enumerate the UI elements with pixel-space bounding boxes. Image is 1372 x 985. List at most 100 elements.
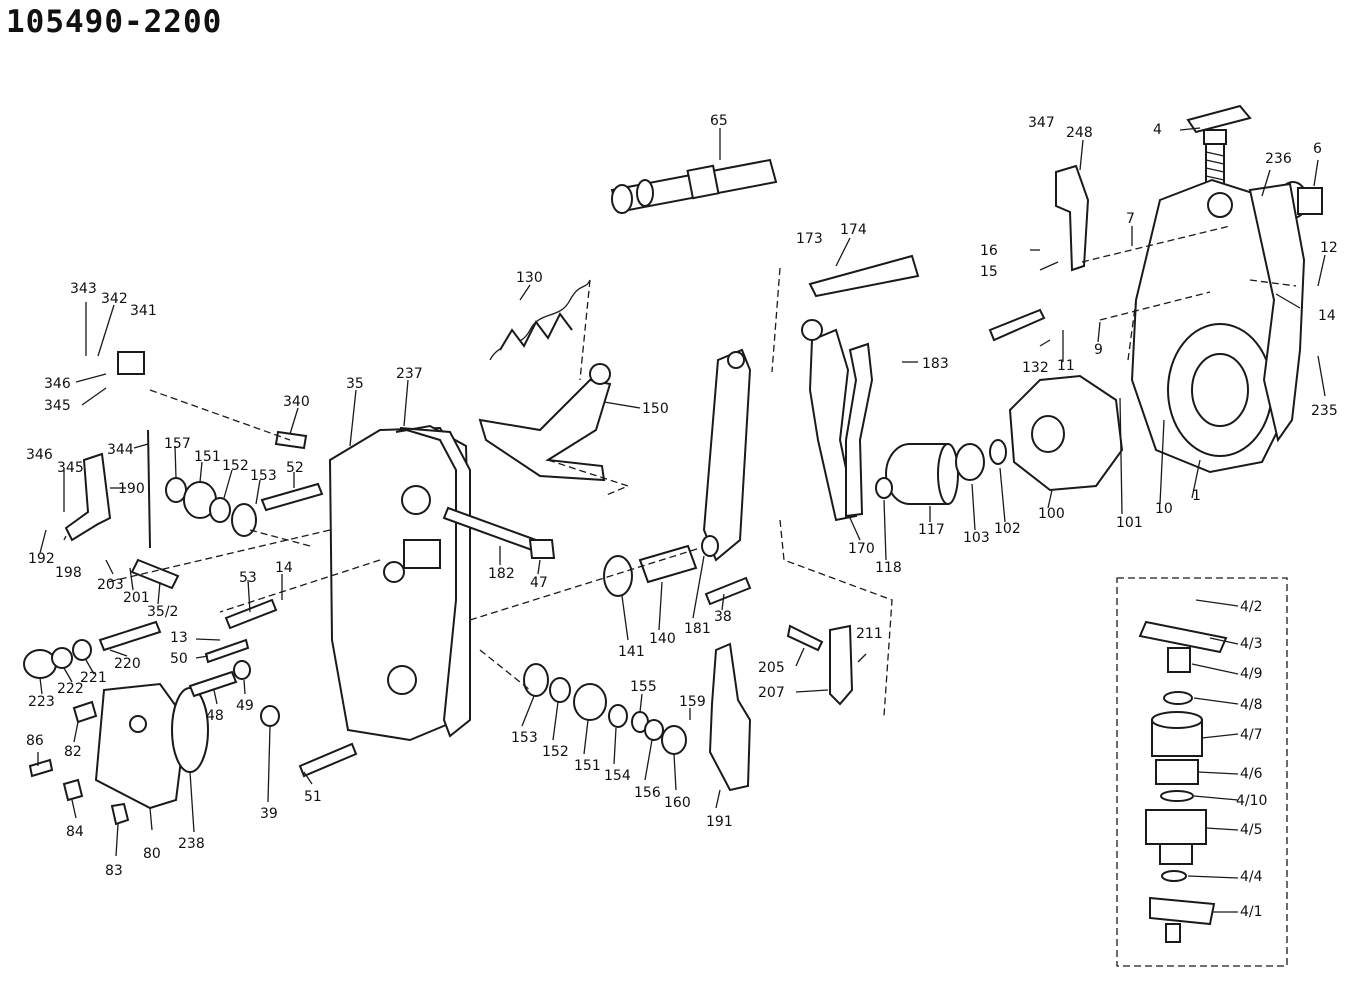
callout-191: 191 — [706, 814, 733, 830]
callout-352: 35/2 — [147, 604, 178, 620]
callout-52: 52 — [286, 460, 304, 476]
callout-101: 101 — [1116, 515, 1143, 531]
part-340-screw — [274, 430, 308, 450]
part-130-spring — [489, 279, 591, 361]
callout-344: 344 — [107, 442, 134, 458]
part-35-pump-housing — [328, 424, 471, 742]
callout-235: 235 — [1311, 403, 1338, 419]
callout-38: 38 — [714, 609, 732, 625]
part-49-nut — [233, 660, 251, 680]
callout-4-10: 4/10 — [1236, 793, 1267, 809]
part-181-washer — [701, 535, 719, 557]
part-51-bolt — [298, 742, 358, 778]
part-248-plate — [1055, 164, 1090, 272]
callout-83: 83 — [105, 863, 123, 879]
callout-118: 118 — [875, 560, 902, 576]
callout-201: 201 — [123, 590, 150, 606]
part-344-rod — [147, 429, 151, 549]
callout-100: 100 — [1038, 506, 1065, 522]
callout-192: 192 — [28, 551, 55, 567]
callout-222: 222 — [57, 681, 84, 697]
part-157-cap — [165, 477, 187, 503]
callout-157a: 157 — [164, 436, 191, 452]
callout-4-4: 4/4 — [1240, 869, 1263, 885]
callout-4-8: 4/8 — [1240, 697, 1263, 713]
part-174-lever — [808, 254, 920, 298]
callout-4-1: 4/1 — [1240, 904, 1263, 920]
callout-102: 102 — [994, 521, 1021, 537]
part-39-nut — [260, 705, 280, 727]
part-223-cap — [23, 649, 57, 679]
callout-140: 140 — [649, 631, 676, 647]
part-207-bracket — [829, 624, 854, 706]
part-141-bearing — [603, 555, 633, 597]
callout-4-2: 4/2 — [1240, 599, 1263, 615]
part-153a-clip — [231, 503, 257, 537]
part-100-flyweight — [1008, 374, 1124, 492]
callout-190: 190 — [118, 481, 145, 497]
part-82-bolt — [72, 700, 98, 724]
part-65-shaft — [610, 158, 778, 214]
callout-159: 159 — [679, 694, 706, 710]
callout-203: 203 — [97, 577, 124, 593]
callout-151a: 151 — [194, 449, 221, 465]
part-152b-seal — [549, 677, 571, 703]
callout-80: 80 — [143, 846, 161, 862]
callout-53: 53 — [239, 570, 257, 586]
callout-160: 160 — [664, 795, 691, 811]
part-191-lever — [708, 642, 752, 792]
part-86-bolt — [28, 758, 54, 778]
part-1-governor-housing — [1130, 178, 1294, 474]
part-153b-clip — [523, 663, 549, 697]
part-154-washer — [608, 704, 628, 728]
callout-4-6: 4/6 — [1240, 766, 1263, 782]
callout-16: 16 — [980, 243, 998, 259]
callout-4: 4 — [1153, 122, 1162, 138]
part-103-bearing — [955, 443, 985, 481]
callout-205: 205 — [758, 660, 785, 676]
callout-150: 150 — [642, 401, 669, 417]
drawing-title: 105490-2200 — [6, 4, 223, 40]
callout-343: 343 — [70, 281, 97, 297]
part-84-bolt — [62, 778, 84, 802]
callout-49: 49 — [236, 698, 254, 714]
sub-assembly-frame — [1116, 577, 1288, 967]
part-160-bush — [661, 725, 687, 755]
callout-14b: 14 — [275, 560, 293, 576]
callout-4-5: 4/5 — [1240, 822, 1263, 838]
part-190-bracket — [64, 452, 112, 542]
callout-132: 132 — [1022, 360, 1049, 376]
part-47-bolt — [528, 539, 556, 559]
part-102-ring — [989, 439, 1007, 465]
callout-14a: 14 — [1318, 308, 1336, 324]
callout-236: 236 — [1265, 151, 1292, 167]
callout-9: 9 — [1094, 342, 1103, 358]
callout-237: 237 — [396, 366, 423, 382]
callout-13: 13 — [170, 630, 188, 646]
callout-48: 48 — [206, 708, 224, 724]
callout-211: 211 — [856, 626, 883, 642]
callout-170: 170 — [848, 541, 875, 557]
callout-130: 130 — [516, 270, 543, 286]
part-151b-bush — [573, 683, 607, 721]
callout-156: 156 — [634, 785, 661, 801]
part-52-screw — [260, 482, 324, 512]
callout-220: 220 — [114, 656, 141, 672]
callout-141: 141 — [618, 644, 645, 660]
part-50-screw — [204, 638, 250, 664]
part-tall-lever — [702, 348, 752, 562]
callout-86: 86 — [26, 733, 44, 749]
parts-layer — [23, 104, 1323, 943]
part-132-spring — [988, 308, 1046, 342]
callout-154: 154 — [604, 768, 631, 784]
callout-4-3: 4/3 — [1240, 636, 1263, 652]
callout-248: 248 — [1066, 125, 1093, 141]
callout-39: 39 — [260, 806, 278, 822]
callout-181: 181 — [684, 621, 711, 637]
callout-7: 7 — [1126, 211, 1135, 227]
part-220-screw — [98, 620, 162, 652]
part-140-spring — [638, 544, 698, 584]
callout-153a: 153 — [250, 468, 277, 484]
callout-182: 182 — [488, 566, 515, 582]
